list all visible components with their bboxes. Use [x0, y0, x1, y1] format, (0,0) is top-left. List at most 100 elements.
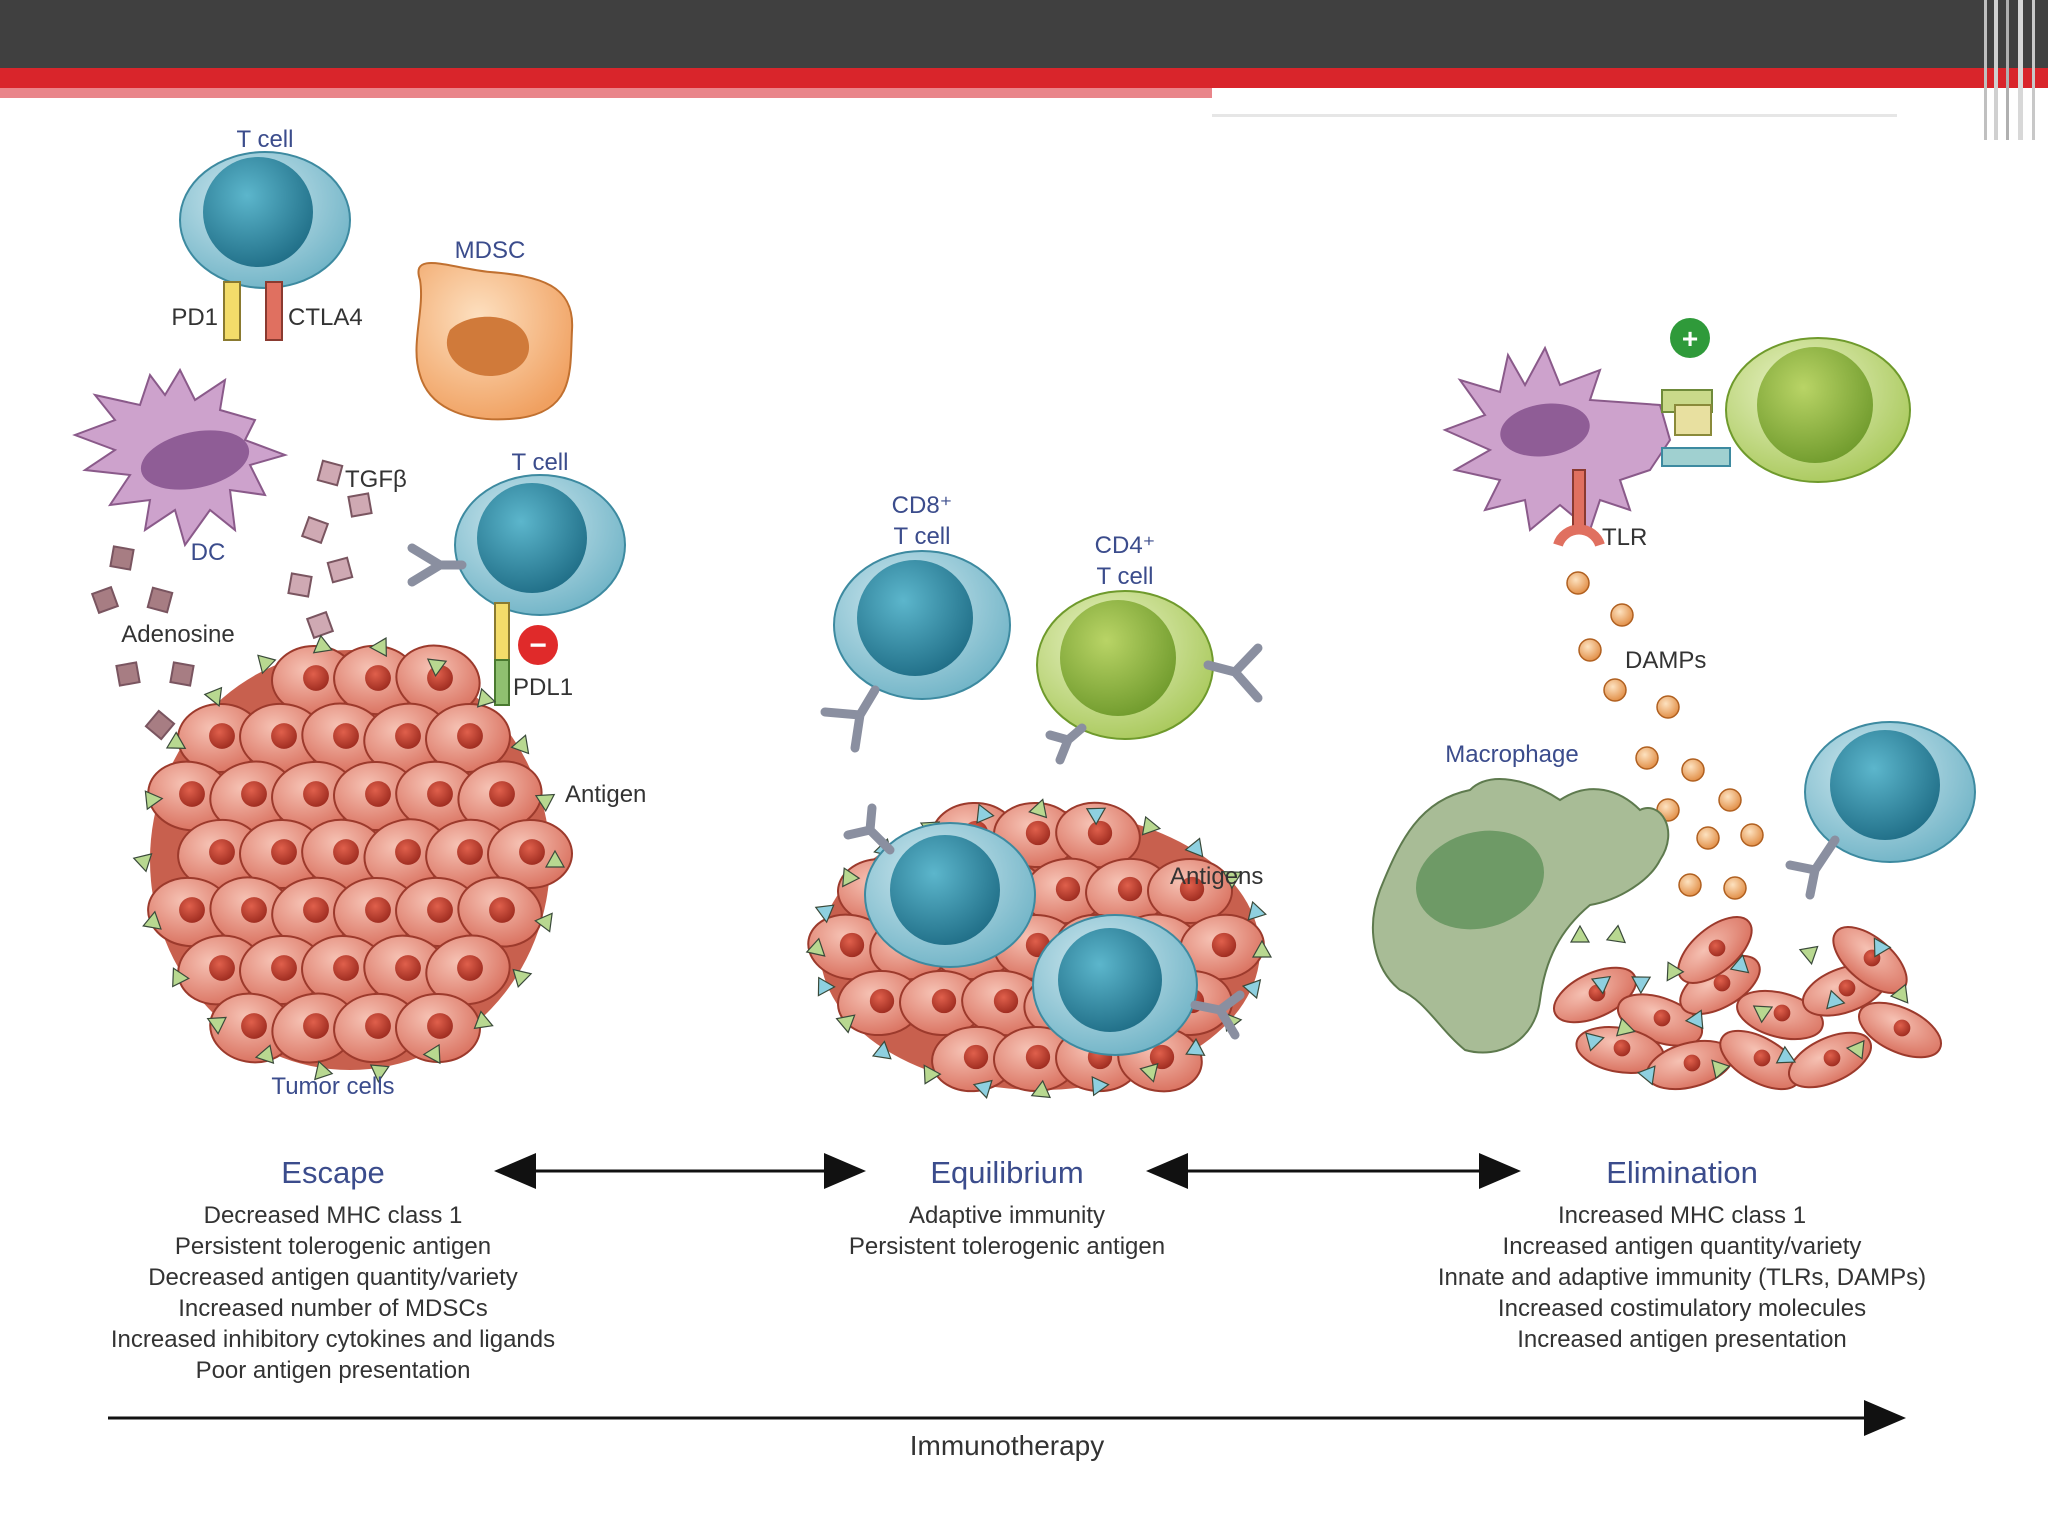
escape-item: Persistent tolerogenic antigen: [175, 1233, 491, 1260]
svg-text:−: −: [529, 629, 547, 662]
macrophage-cell: [1372, 778, 1670, 1054]
accent-bar-lower: [0, 88, 1212, 98]
antibody-receptor: [407, 543, 467, 587]
mdsc-cell: [415, 262, 574, 421]
tumor-cell: [1055, 801, 1141, 869]
antigen-marker: [976, 803, 995, 824]
antigen-marker: [534, 912, 553, 933]
inhibition-icon: −: [518, 625, 558, 665]
damps-label: DAMPs: [1625, 647, 1706, 674]
antigen-marker: [1247, 900, 1267, 921]
antigen-marker: [369, 1064, 390, 1083]
tumor-cluster-equilibrium: [805, 798, 1273, 1099]
cd4-label-line1: CD4⁺: [1095, 532, 1156, 559]
escape-item: Increased inhibitory cytokines and ligan…: [111, 1326, 555, 1353]
cd4-t-cell: [1036, 590, 1214, 740]
equilibrium-item: Persistent tolerogenic antigen: [849, 1233, 1165, 1260]
pdl1-ligand: [494, 659, 510, 706]
antigen-marker: [1251, 939, 1273, 958]
antigen-marker: [1139, 1062, 1159, 1083]
dying-tumor-cells: [1553, 916, 1942, 1091]
damp-particle: [1635, 746, 1659, 770]
antigen-marker: [1752, 1005, 1774, 1024]
tumor-cell: [333, 992, 419, 1064]
antigen-marker: [1585, 1032, 1605, 1052]
tumor-cell: [177, 818, 263, 890]
cd4-label-line2: T cell: [1097, 563, 1154, 590]
antigen-marker: [142, 910, 162, 930]
elimination-item: Innate and adaptive immunity (TLRs, DAMP…: [1438, 1264, 1926, 1291]
damp-particle: [1578, 638, 1602, 662]
damp-particle: [1723, 876, 1747, 900]
t-cell-mid: [454, 474, 626, 616]
tumor-cell: [425, 702, 511, 774]
antigen-marker: [1636, 1065, 1656, 1086]
antigen-marker: [1798, 945, 1819, 966]
antigen-marker: [1184, 837, 1204, 858]
t-cell-top: [179, 151, 351, 289]
antigen-marker: [165, 731, 187, 750]
tumor-cell: [271, 876, 357, 948]
pdl1-label: PDL1: [513, 674, 573, 701]
mdsc-label: MDSC: [455, 237, 526, 264]
antigen-marker: [835, 1014, 856, 1034]
tumor-cell: [333, 760, 419, 832]
antigen-marker: [206, 1016, 227, 1035]
cd8-receptor: [820, 685, 880, 753]
dendritic-cell: [72, 367, 289, 548]
antigen-marker: [1826, 989, 1846, 1010]
antigen-label: Antigen: [565, 781, 646, 808]
tumor-cell: [807, 913, 893, 981]
tumor-cell: [1147, 858, 1233, 924]
tumor-cell: [333, 876, 419, 948]
antigen-marker: [1085, 807, 1107, 826]
antigen-marker: [368, 637, 387, 658]
tumor-cell: [487, 818, 573, 890]
t-cell-mid-label: T cell: [512, 449, 569, 476]
header-bar: [0, 0, 2048, 68]
t-cell-elimination: [1804, 721, 1976, 863]
equilibrium-item: Adaptive immunity: [909, 1202, 1105, 1229]
damp-particle: [1740, 823, 1764, 847]
antigens-label: Antigens: [1170, 863, 1263, 890]
antigen-marker: [1729, 953, 1750, 974]
antigen-marker: [1590, 975, 1612, 995]
antigen-marker: [203, 686, 223, 707]
tumor-cells-label: Tumor cells: [271, 1073, 394, 1100]
antigen-marker: [1615, 1017, 1636, 1037]
elimination-item: Increased antigen quantity/variety: [1503, 1233, 1862, 1260]
cd8-t-cell: [833, 550, 1011, 700]
cd8-label-line2: T cell: [894, 523, 951, 550]
antigen-marker: [426, 658, 448, 678]
activated-t-cell-green: [1725, 337, 1911, 483]
damp-particle: [1603, 678, 1627, 702]
ctla4-label: CTLA4: [288, 304, 363, 331]
t-cell-elimination-receptor: [1785, 835, 1840, 900]
antigen-marker: [1028, 798, 1048, 819]
cd4-receptor-right: [1203, 643, 1263, 703]
antigen-marker: [1185, 1037, 1206, 1056]
tumor-cell: [1858, 1001, 1942, 1059]
svg-text:+: +: [1682, 323, 1698, 354]
macrophage-label: Macrophage: [1445, 741, 1578, 768]
antigen-marker: [817, 976, 836, 997]
tumor-cell: [425, 934, 511, 1006]
antigen-marker: [923, 1064, 942, 1085]
tumor-cell: [1085, 857, 1171, 925]
escape-item: Decreased antigen quantity/variety: [148, 1264, 518, 1291]
elimination-item: Increased costimulatory molecules: [1498, 1295, 1866, 1322]
antigen-marker: [1845, 1039, 1865, 1060]
antigen-marker: [972, 1079, 993, 1099]
antigen-marker: [534, 793, 556, 812]
elimination-title: Elimination: [1606, 1155, 1758, 1190]
dc-label: DC: [191, 539, 226, 566]
immunotherapy-label: Immunotherapy: [910, 1430, 1105, 1461]
tumor-cell: [239, 702, 325, 774]
antigen-marker: [1684, 1009, 1704, 1030]
tumor-cell: [239, 818, 325, 890]
escape-item: Poor antigen presentation: [196, 1357, 471, 1384]
damp-particle: [1696, 826, 1720, 850]
antigen-marker: [1775, 1045, 1797, 1064]
tumor-cell: [301, 702, 387, 774]
